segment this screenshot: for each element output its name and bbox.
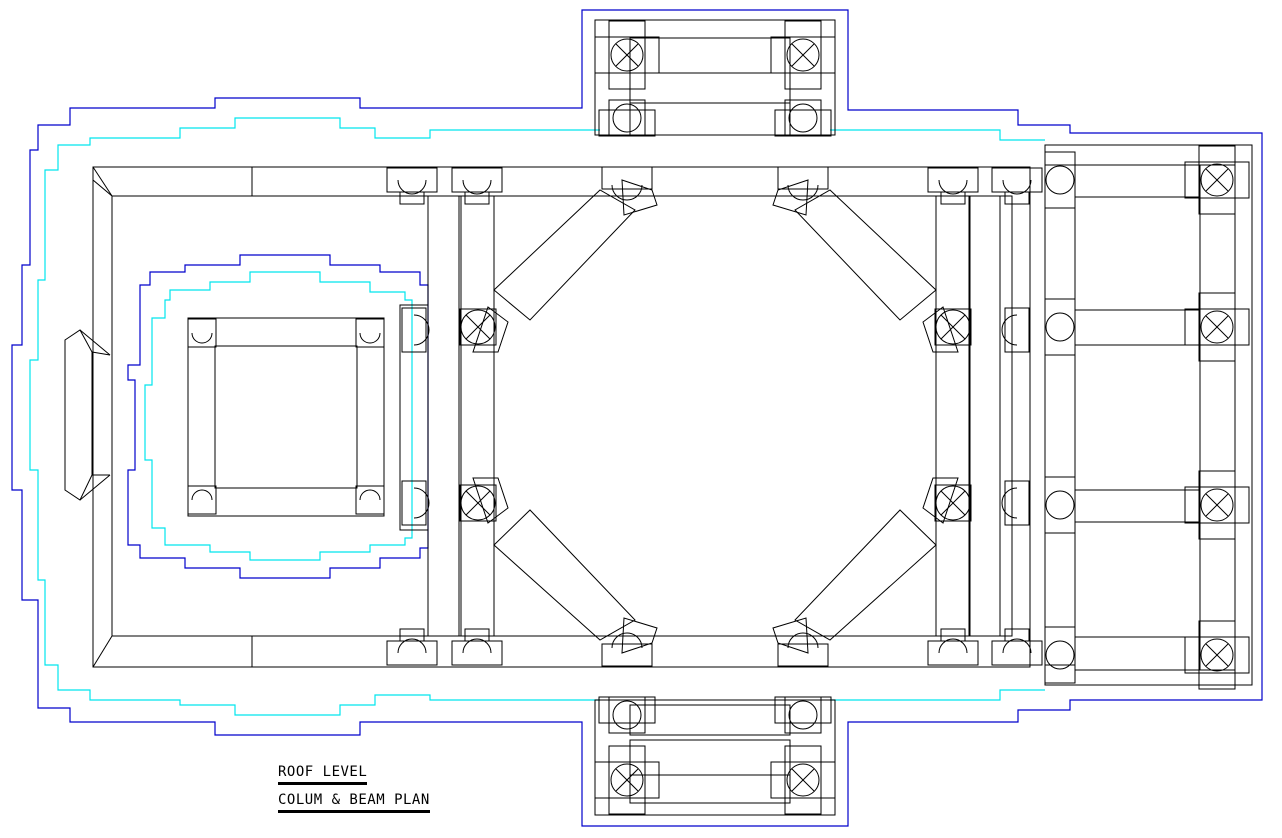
column-east-1 xyxy=(1184,145,1250,215)
half-column-n1 xyxy=(386,167,438,205)
column-north-porch-3 xyxy=(598,99,656,137)
column-oct-s1 xyxy=(601,617,658,667)
half-column-n2 xyxy=(451,167,503,205)
drawing-title-block: ROOF LEVEL COLUM & BEAM PLAN xyxy=(278,764,430,813)
column-north-porch-1 xyxy=(594,20,660,90)
columns xyxy=(187,20,1250,815)
column-shrine-ne xyxy=(355,318,385,348)
half-column-s3 xyxy=(927,628,979,666)
column-north-porch-4 xyxy=(774,99,832,137)
column-shrine-sw xyxy=(187,485,217,515)
column-east-wall-4 xyxy=(1044,626,1076,684)
half-column-w2 xyxy=(401,480,430,526)
beam-frame xyxy=(64,19,1253,816)
column-east-2 xyxy=(1184,292,1250,362)
column-east-wall-2 xyxy=(1044,298,1076,356)
outer-outline xyxy=(11,9,1263,827)
column-south-porch-1 xyxy=(594,745,660,815)
half-column-n4 xyxy=(991,167,1043,205)
half-column-e1 xyxy=(1001,307,1030,353)
column-oct-n2 xyxy=(772,166,829,216)
column-east-4 xyxy=(1184,620,1250,690)
half-column-w1 xyxy=(401,307,430,353)
column-hall-nw xyxy=(459,306,509,353)
column-oct-n1 xyxy=(601,166,658,216)
column-east-3 xyxy=(1184,470,1250,540)
column-hall-ne xyxy=(922,306,972,353)
half-column-n3 xyxy=(927,167,979,205)
half-column-e2 xyxy=(1001,480,1030,526)
column-east-wall-1 xyxy=(1044,151,1076,209)
inner-outline xyxy=(29,117,1045,716)
column-north-porch-2 xyxy=(770,20,836,90)
column-hall-sw xyxy=(459,477,509,524)
column-hall-se xyxy=(922,477,972,524)
half-column-s2 xyxy=(451,628,503,666)
column-east-wall-3 xyxy=(1044,476,1076,534)
column-shrine-se xyxy=(355,485,385,515)
column-south-porch-2 xyxy=(770,745,836,815)
drawing-title-line-1: ROOF LEVEL xyxy=(278,764,368,785)
half-column-s4 xyxy=(991,628,1043,666)
half-column-s1 xyxy=(386,628,438,666)
column-oct-s2 xyxy=(772,617,829,667)
column-shrine-nw xyxy=(187,318,217,348)
column-south-porch-4 xyxy=(774,696,832,734)
column-south-porch-3 xyxy=(598,696,656,734)
drawing-title-line-2: COLUM & BEAM PLAN xyxy=(278,792,430,813)
